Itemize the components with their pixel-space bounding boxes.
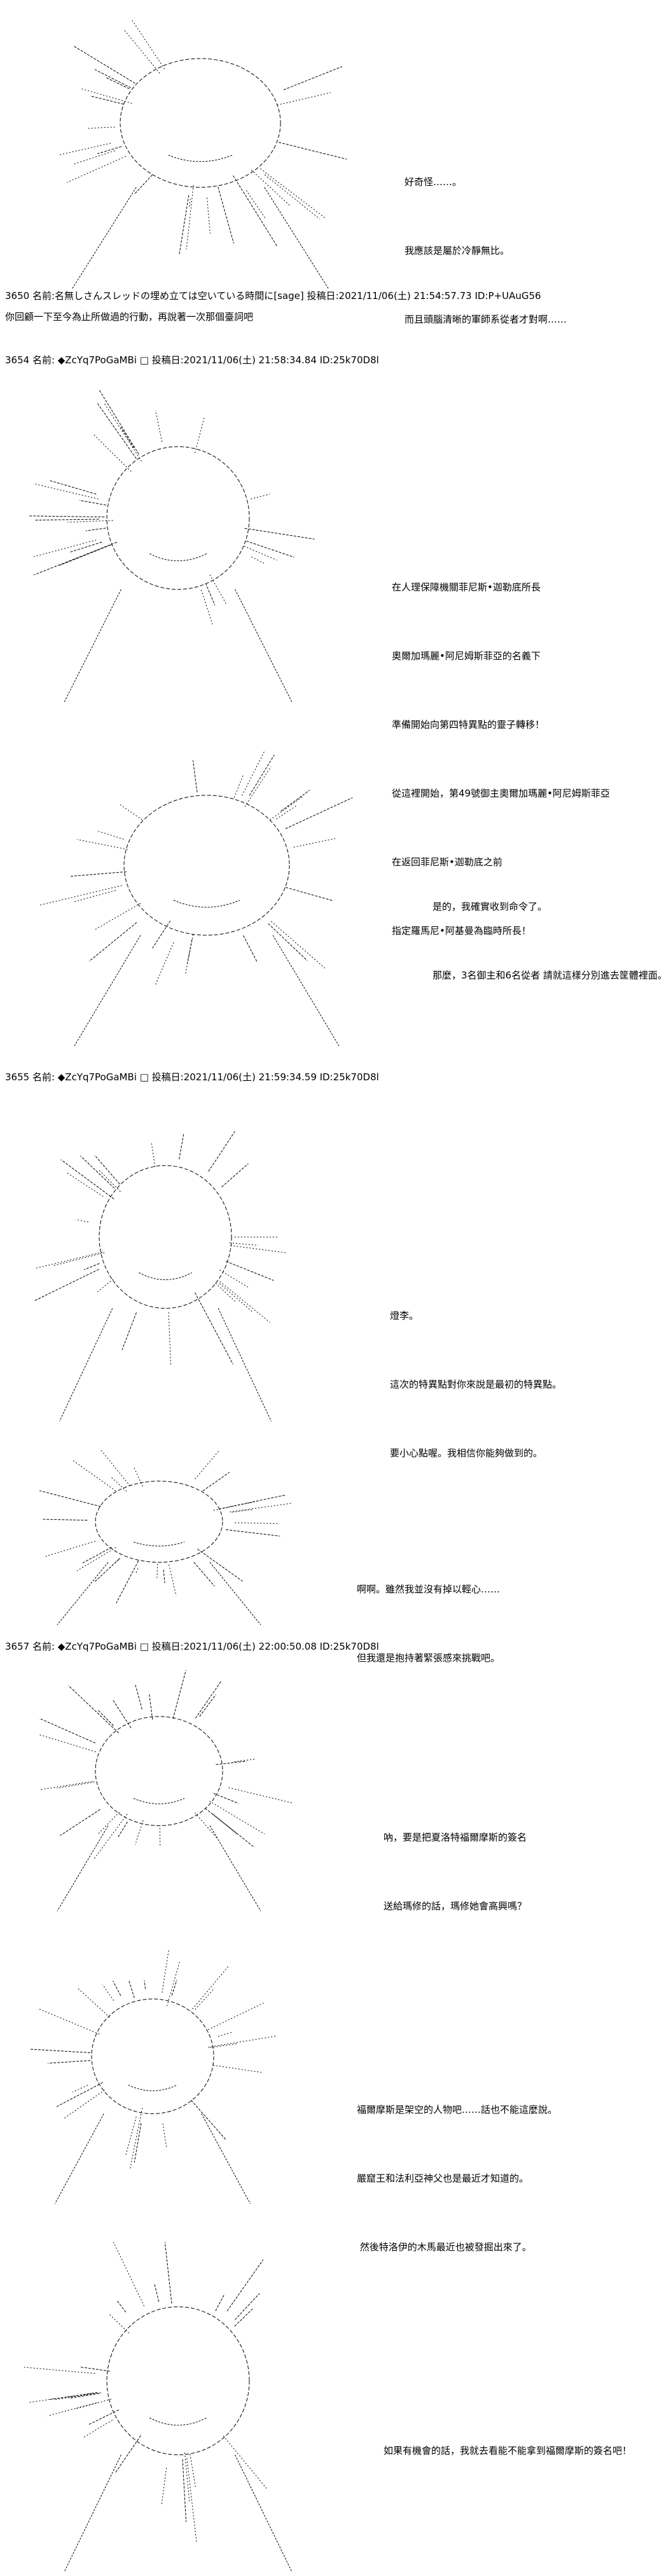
dialogue-block: 吶，要是把夏洛特福爾摩斯的簽名 送給瑪修的話，瑪修她會高興嗎？ (384, 1780, 527, 1940)
dialogue-block: 福爾摩斯是架空的人物吧……話也不能這麼說。 嚴窟王和法利亞神父也是最近才知道的。… (357, 2052, 557, 2281)
dialogue-block: 燈李。 這次的特異點對你來說是最初的特異點。 要小心點喔。我相信你能夠做到的。 (390, 1258, 562, 1487)
dialogue-block: 在人理保障機關菲尼斯•迦勒底所長 奧爾加瑪麗•阿尼姆斯菲亞的名義下 準備開始向第… (392, 530, 610, 965)
dialogue-line: 而且頭腦清晰的軍師系從者才對啊…… (405, 314, 567, 325)
dialogue-block: 啊啊。雖然我並沒有掉以輕心…… 但我還是抱持著緊張感來挑戰吧。 (357, 1532, 500, 1692)
ascii-art-illustration (29, 1949, 276, 2204)
dialogue-line: 送給瑪修的話，瑪修她會高興嗎？ (384, 1900, 527, 1912)
dialogue-line: 那麼，3名御主和6名從者 請就這樣分別進去筐體裡面。 (432, 970, 667, 981)
ascii-art-illustration (24, 2241, 293, 2573)
dialogue-line: 福爾摩斯是架空的人物吧……話也不能這麼說。 (357, 2104, 558, 2115)
dialogue-line: 從這裡開始，第49號御主奧爾加瑪麗•阿尼姆斯菲亞 (392, 788, 610, 799)
dialogue-line: 嚴窟王和法利亞神父也是最近才知道的。 (357, 2173, 529, 2184)
ascii-art-illustration (29, 389, 315, 703)
dialogue-line: 奧爾加瑪麗•阿尼姆斯菲亞的名義下 (392, 650, 541, 662)
post-header: 3654 名前: ◆ZcYq7PoGaMBi □ 投稿日:2021/11/06(… (5, 354, 379, 366)
dialogue-line: 這次的特異點對你來說是最初的特異點。 (390, 1379, 562, 1390)
post-comment: 你回顧一下至今為止所做過的行動，再說著一次那個臺詞吧 (5, 311, 254, 323)
dialogue-block: 好奇怪……。 我應該是屬於冷靜無比。 而且頭腦清晰的軍師系從者才對啊…… (405, 125, 567, 354)
dialogue-line: 我應該是屬於冷靜無比。 (405, 245, 510, 256)
dialogue-line: 吶，要是把夏洛特福爾摩斯的簽名 (384, 1832, 527, 1843)
dialogue-line: 準備開始向第四特異點的靈子轉移！ (392, 719, 545, 730)
ascii-art-illustration (39, 1669, 294, 1912)
dialogue-line: 好奇怪……。 (405, 176, 462, 188)
dialogue-line: 是的，我確實收到命令了。 (432, 901, 548, 912)
dialogue-line: 在返回菲尼斯•迦勒底之前 (392, 856, 502, 868)
dialogue-line: 如果有機會的話，我就去看能不能拿到福爾摩斯的簽名吧！ (384, 2445, 632, 2456)
dialogue-line: 在人理保障機關菲尼斯•迦勒底所長 (392, 581, 541, 593)
ascii-art-illustration (34, 1131, 287, 1422)
ascii-art-illustration (38, 750, 353, 1047)
dialogue-line: 但我還是抱持著緊張感來挑戰吧。 (357, 1652, 501, 1664)
post-header: 3657 名前: ◆ZcYq7PoGaMBi □ 投稿日:2021/11/06(… (5, 1641, 379, 1652)
dialogue-line: 要小心點喔。我相信你能夠做到的。 (390, 1447, 543, 1459)
dialogue-line: 燈李。 (390, 1310, 419, 1321)
ascii-art-illustration (39, 1449, 292, 1626)
dialogue-block: 如果有機會的話，我就去看能不能拿到福爾摩斯的簽名吧！ (384, 2393, 632, 2485)
post-header: 3650 名前:名無しさんスレッドの埋め立ては空いている時間に[sage] 投稿… (5, 290, 541, 302)
dialogue-block: 是的，我確實收到命令了。 那麼，3名御主和6名從者 請就這樣分別進去筐體裡面。 (432, 849, 667, 1010)
ascii-art-illustration (59, 20, 347, 289)
dialogue-line: 然後特洛伊的木馬最近也被發掘出來了。 (357, 2241, 532, 2253)
post-header: 3655 名前: ◆ZcYq7PoGaMBi □ 投稿日:2021/11/06(… (5, 1071, 379, 1083)
dialogue-line: 啊啊。雖然我並沒有掉以輕心…… (357, 1584, 501, 1595)
dialogue-line: 指定羅馬尼•阿基曼為臨時所長！ (392, 925, 531, 936)
